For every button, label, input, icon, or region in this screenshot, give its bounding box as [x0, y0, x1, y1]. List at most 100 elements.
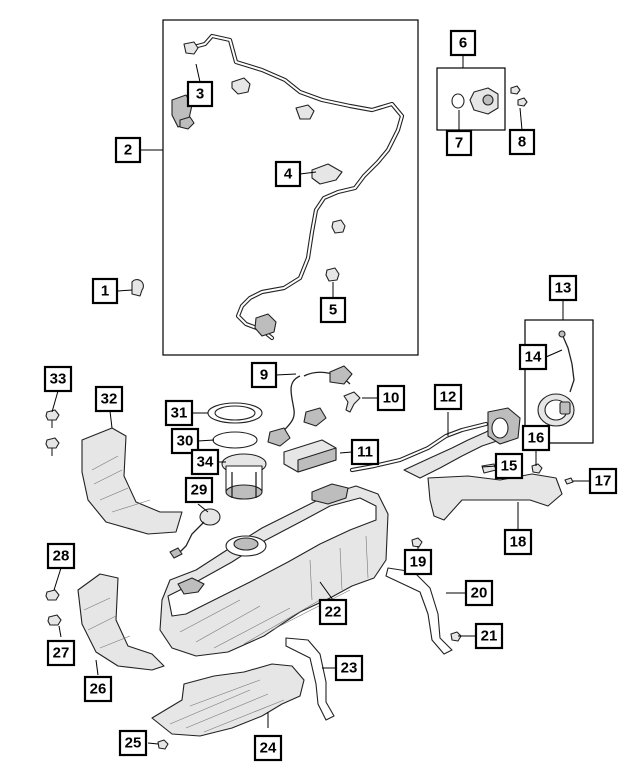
- callout-4: 4: [274, 160, 302, 188]
- fuel-lines-group-frame: [162, 19, 419, 356]
- callout-17-label: 17: [595, 473, 612, 490]
- small-clip-b: [517, 97, 528, 107]
- callout-12-label: 12: [440, 389, 457, 406]
- callout-17: 17: [588, 467, 618, 495]
- fuel-level-sending-unit: [537, 330, 575, 427]
- callout-33: 33: [43, 365, 73, 393]
- callout-18: 18: [503, 528, 533, 556]
- callout-15-label: 15: [501, 458, 518, 475]
- callout-25: 25: [118, 729, 148, 757]
- bolt-28: [45, 589, 60, 601]
- callout-8: 8: [508, 128, 536, 156]
- callout-23: 23: [334, 654, 364, 682]
- callout-30-label: 30: [177, 433, 194, 450]
- nut-25: [157, 739, 169, 750]
- fuel-line-nut: [331, 219, 346, 234]
- callout-22-label: 22: [325, 604, 342, 621]
- callout-14-label: 14: [525, 349, 542, 366]
- callout-19: 19: [403, 548, 433, 576]
- bolt-33a: [45, 409, 60, 428]
- callout-16-label: 16: [528, 430, 545, 447]
- fuel-tank-strap-front: [385, 567, 453, 655]
- fuel-pump-control-module: [283, 439, 337, 473]
- fuel-line-clip: [311, 163, 343, 185]
- fuel-tank-strap-rear: [285, 637, 335, 721]
- callout-10: 10: [376, 384, 406, 412]
- bolt-10: [343, 391, 361, 413]
- callout-21-label: 21: [481, 628, 498, 645]
- callout-8-label: 8: [518, 134, 526, 151]
- callout-9: 9: [250, 361, 278, 389]
- fuel-pump-lock-ring: [207, 402, 263, 424]
- callout-27: 27: [46, 639, 76, 667]
- callout-24-label: 24: [260, 740, 277, 757]
- callout-7: 7: [445, 129, 473, 157]
- callout-34: 34: [190, 448, 220, 476]
- callout-4-label: 4: [284, 166, 293, 183]
- heat-shield-upper: [81, 427, 183, 535]
- callout-1-label: 1: [101, 283, 109, 300]
- callout-22: 22: [318, 598, 348, 626]
- callout-26-label: 26: [90, 681, 107, 698]
- callout-21: 21: [474, 622, 504, 650]
- fuel-pump-module-assembly: [221, 453, 267, 500]
- callout-19-label: 19: [410, 554, 427, 571]
- callout-1: 1: [91, 277, 119, 305]
- heat-shield-lower: [77, 573, 165, 671]
- callout-3-label: 3: [196, 86, 204, 103]
- nut-19: [411, 537, 423, 548]
- callout-29: 29: [184, 476, 214, 504]
- callout-27-label: 27: [53, 645, 70, 662]
- fuel-level-sensor: [169, 508, 221, 559]
- callout-23-label: 23: [341, 660, 358, 677]
- callout-6-label: 6: [459, 35, 467, 52]
- fuel-pump-seal: [212, 431, 258, 449]
- callout-29-label: 29: [191, 482, 208, 499]
- callout-9-label: 9: [260, 367, 268, 384]
- hose-clamp: [131, 279, 144, 297]
- callout-26: 26: [83, 675, 113, 703]
- callout-31: 31: [164, 399, 194, 427]
- callout-24: 24: [253, 734, 283, 762]
- fuel-tank: [159, 483, 389, 657]
- callout-28: 28: [46, 542, 76, 570]
- filler-tube-bracket: [427, 473, 563, 521]
- callout-20-label: 20: [471, 585, 488, 602]
- callout-6: 6: [449, 29, 477, 57]
- callout-13-label: 13: [555, 280, 572, 297]
- callout-5-label: 5: [329, 302, 337, 319]
- fuel-line-fastener: [325, 267, 340, 282]
- callout-15: 15: [494, 452, 524, 480]
- callout-18-label: 18: [510, 534, 527, 551]
- callout-25-label: 25: [125, 735, 142, 752]
- callout-12: 12: [433, 383, 463, 411]
- callout-13: 13: [548, 274, 578, 302]
- bolt-15: [481, 463, 497, 474]
- bolt-27: [47, 614, 62, 626]
- callout-20: 20: [464, 579, 494, 607]
- callout-5: 5: [319, 296, 347, 324]
- callout-7-label: 7: [455, 135, 463, 152]
- callout-14: 14: [518, 343, 548, 371]
- fuel-level-sender-group-frame: [524, 319, 594, 444]
- callout-11: 11: [350, 438, 380, 466]
- fuel-tank-skid-plate: [151, 663, 305, 737]
- fuel-filler-tube: [349, 407, 521, 479]
- callout-34-label: 34: [197, 454, 214, 471]
- callout-32: 32: [94, 385, 124, 413]
- callout-11-label: 11: [357, 444, 373, 461]
- wiring-harness: [267, 365, 353, 447]
- screw-17: [564, 477, 574, 485]
- callout-33-label: 33: [50, 371, 67, 388]
- callout-3: 3: [186, 80, 214, 108]
- callout-16: 16: [521, 424, 551, 452]
- nut-21: [450, 631, 462, 642]
- callout-31-label: 31: [171, 405, 188, 422]
- callout-2-label: 2: [124, 142, 132, 159]
- nut-16: [531, 463, 543, 474]
- bolt-33b: [45, 437, 60, 456]
- leader-lines: [51, 55, 590, 745]
- callout-10-label: 10: [383, 390, 400, 407]
- callout-32-label: 32: [101, 391, 118, 408]
